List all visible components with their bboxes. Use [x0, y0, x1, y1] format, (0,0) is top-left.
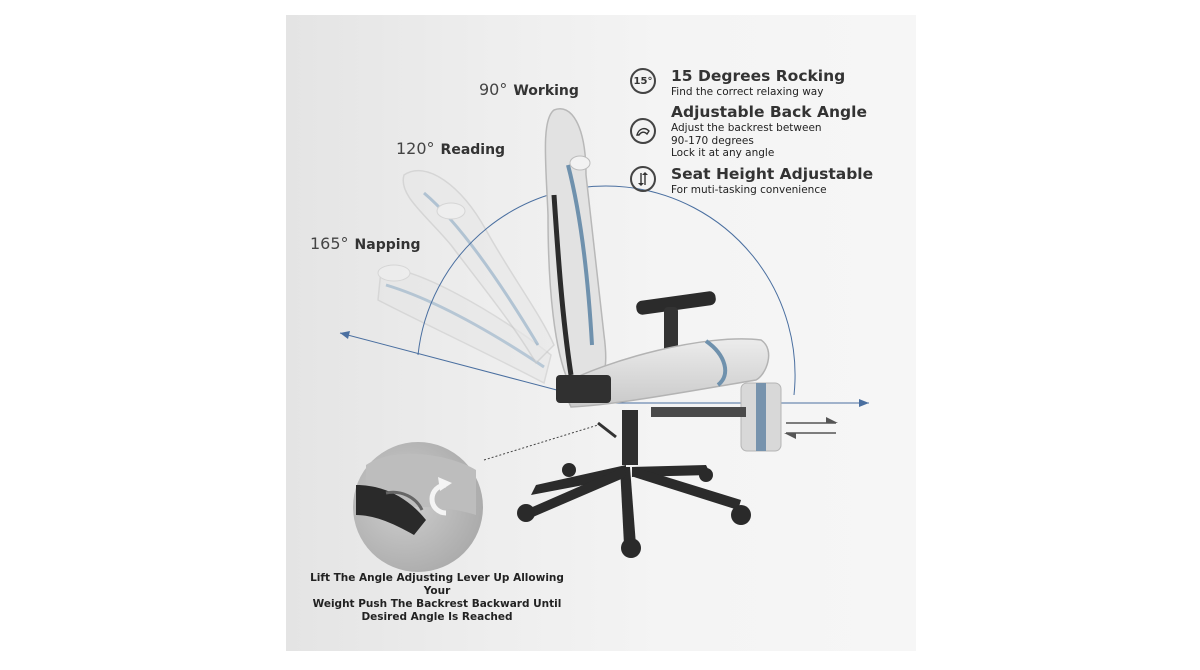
- lever-zoom-circle: [353, 442, 483, 572]
- angle-degree: 120°: [396, 139, 435, 158]
- rocking-15-icon: 15°: [630, 68, 656, 94]
- caption-line: Desired Angle Is Reached: [361, 611, 513, 623]
- chair-recline-illustration: [339, 108, 869, 572]
- feature-title: Adjustable Back Angle: [671, 103, 867, 121]
- chair-seat: [556, 338, 770, 408]
- angle-degree: 165°: [310, 234, 349, 253]
- product-image-panel: 90° Working 120° Reading 165° Napping 15° 1…: [286, 15, 916, 651]
- angle-label-napping: 165° Napping: [310, 234, 421, 253]
- feature-seat-height: Seat Height Adjustable For muti-tasking …: [630, 164, 910, 197]
- feature-back-angle: Adjustable Back Angle Adjust the backres…: [630, 102, 910, 160]
- caption-line: Lift The Angle Adjusting Lever Up Allowi…: [310, 572, 564, 597]
- feature-title: 15 Degrees Rocking: [671, 67, 846, 85]
- feature-desc-line: Find the correct relaxing way: [671, 86, 824, 98]
- angle-name: Reading: [440, 142, 506, 158]
- feature-desc-line: Adjust the backrest between: [671, 122, 822, 134]
- chair-backrest: [544, 108, 607, 388]
- lever-instruction-caption: Lift The Angle Adjusting Lever Up Allowi…: [300, 572, 574, 624]
- angle-name: Working: [513, 83, 579, 99]
- feature-desc-line: 90-170 degrees: [671, 134, 754, 147]
- chair-base: [517, 410, 751, 558]
- angle-degree: 90°: [479, 80, 508, 99]
- angle-name: Napping: [354, 237, 421, 253]
- slide-arrows-icon: [784, 417, 838, 439]
- back-angle-icon: [630, 118, 656, 144]
- chair-footrest: [651, 382, 782, 452]
- angle-label-working: 90° Working: [479, 80, 579, 99]
- feature-rocking: 15° 15 Degrees Rocking Find the correct …: [630, 66, 910, 99]
- seat-height-icon: [630, 166, 656, 192]
- feature-title: Seat Height Adjustable: [671, 165, 874, 183]
- ghost-backrest-120: [402, 169, 555, 365]
- caption-line: Weight Push The Backrest Backward Until: [312, 598, 562, 610]
- angle-label-reading: 120° Reading: [396, 139, 505, 158]
- feature-desc-line: Lock it at any angle: [671, 147, 775, 159]
- ghost-backrest-165: [377, 264, 552, 385]
- feature-desc-line: For muti-tasking convenience: [671, 184, 827, 196]
